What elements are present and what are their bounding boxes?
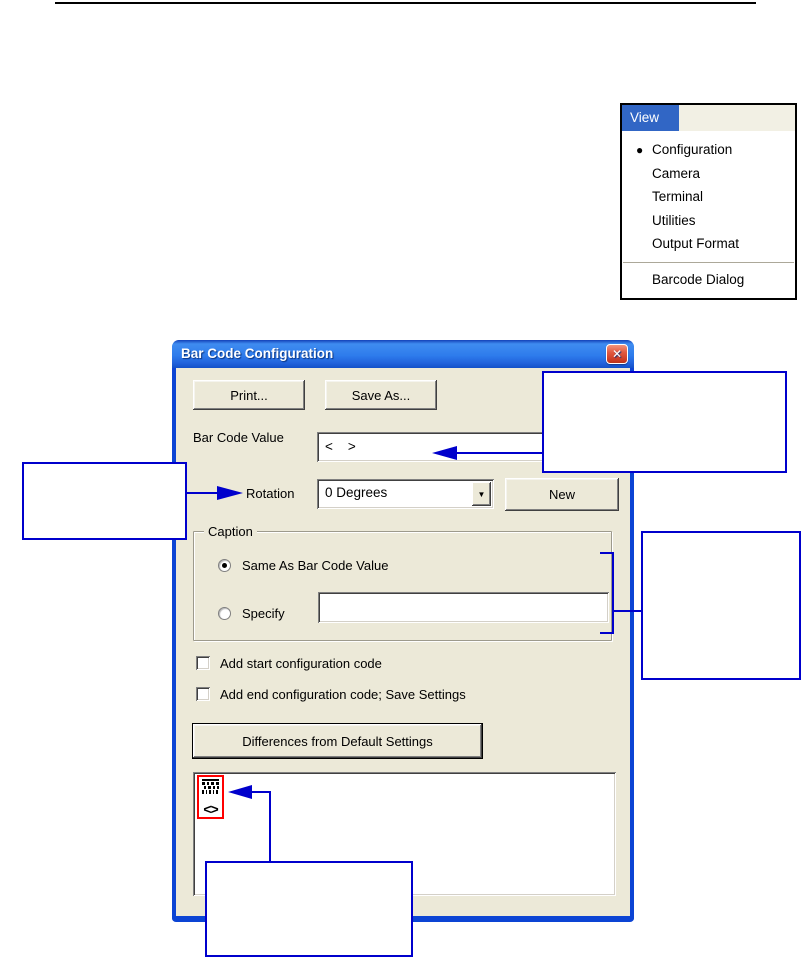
- rotation-dropdown[interactable]: 0 Degrees ▼: [317, 479, 494, 509]
- specify-label: Specify: [242, 606, 285, 621]
- barcode-item-callout-box: [205, 861, 413, 957]
- close-icon: ✕: [611, 347, 623, 361]
- barcode-list-item-selected[interactable]: <>: [197, 775, 224, 819]
- rotation-value: 0 Degrees: [325, 485, 388, 500]
- add-start-configuration-code-label: Add start configuration code: [220, 656, 382, 671]
- bar-code-value-text: < >: [325, 439, 356, 454]
- same-as-bar-code-value-label: Same As Bar Code Value: [242, 558, 389, 573]
- caption-group: Caption Same As Bar Code Value Specify: [193, 524, 612, 641]
- menu-item-terminal[interactable]: Terminal: [622, 185, 795, 209]
- rotation-label: Rotation: [246, 486, 295, 501]
- specify-input-text: [318, 592, 609, 599]
- barcode-item-caption: <>: [203, 801, 218, 817]
- arrow-right-icon: [217, 486, 243, 500]
- menu-item-label: Configuration: [652, 142, 733, 158]
- menu-item-label: Utilities: [652, 212, 696, 228]
- menu-item-configuration[interactable]: ● Configuration: [622, 138, 795, 162]
- menu-item-barcode-dialog[interactable]: Barcode Dialog: [622, 268, 795, 292]
- new-button[interactable]: New: [505, 478, 619, 511]
- view-menu: View ● Configuration Camera Terminal Uti…: [620, 103, 797, 300]
- view-menu-items: ● Configuration Camera Terminal Utilitie…: [622, 131, 795, 291]
- chevron-down-icon: ▼: [477, 489, 486, 499]
- caption-callout-box: [641, 531, 801, 680]
- rotation-callout-box: [22, 462, 187, 540]
- menu-item-label: Terminal: [652, 189, 704, 205]
- bar-code-value-label: Bar Code Value: [193, 430, 284, 445]
- add-start-configuration-code-checkbox[interactable]: [196, 656, 210, 670]
- close-button[interactable]: ✕: [606, 344, 628, 364]
- arrow-left-icon: [228, 785, 252, 799]
- caption-group-label: Caption: [204, 524, 257, 539]
- menu-item-label: Output Format: [652, 236, 740, 252]
- window-title: Bar Code Configuration: [181, 346, 334, 361]
- same-as-bar-code-value-radio[interactable]: [218, 559, 231, 572]
- menu-item-label: Barcode Dialog: [652, 271, 745, 287]
- bar-code-value-callout-line: [456, 452, 542, 454]
- barcode-callout-line-v: [269, 791, 271, 861]
- caption-bracket-vertical: [612, 552, 614, 634]
- caption-callout-connector: [612, 610, 641, 612]
- window-titlebar[interactable]: Bar Code Configuration ✕: [172, 340, 634, 368]
- barcode-callout-line-h: [250, 791, 271, 793]
- menu-item-label: Camera: [652, 165, 701, 181]
- specify-input[interactable]: [318, 592, 609, 623]
- specify-radio[interactable]: [218, 607, 231, 620]
- menu-bar: View: [622, 105, 795, 131]
- selected-bullet-icon: ●: [636, 142, 644, 157]
- view-menu-header[interactable]: View: [622, 105, 679, 131]
- menu-item-utilities[interactable]: Utilities: [622, 209, 795, 233]
- caption-bracket-bottom-tick: [600, 632, 614, 634]
- menu-separator: [623, 261, 794, 263]
- caption-bracket-top-tick: [600, 552, 614, 554]
- dropdown-button[interactable]: ▼: [472, 482, 491, 506]
- add-end-configuration-code-label: Add end configuration code; Save Setting…: [220, 687, 466, 702]
- differences-from-default-settings-button[interactable]: Differences from Default Settings: [193, 724, 482, 758]
- page-header-rule: [55, 2, 756, 4]
- rotation-callout-line: [185, 492, 218, 494]
- print-button[interactable]: Print...: [193, 380, 305, 410]
- menu-item-output-format[interactable]: Output Format: [622, 232, 795, 256]
- add-end-configuration-code-checkbox[interactable]: [196, 687, 210, 701]
- dialog-client-area: Print... Save As... Bar Code Value < > R…: [176, 368, 630, 916]
- bar-code-value-callout-box: [542, 371, 787, 473]
- save-as-button[interactable]: Save As...: [325, 380, 437, 410]
- menu-item-camera[interactable]: Camera: [622, 162, 795, 186]
- barcode-thumbnail-icon: [202, 779, 219, 794]
- arrow-left-icon: [432, 446, 457, 460]
